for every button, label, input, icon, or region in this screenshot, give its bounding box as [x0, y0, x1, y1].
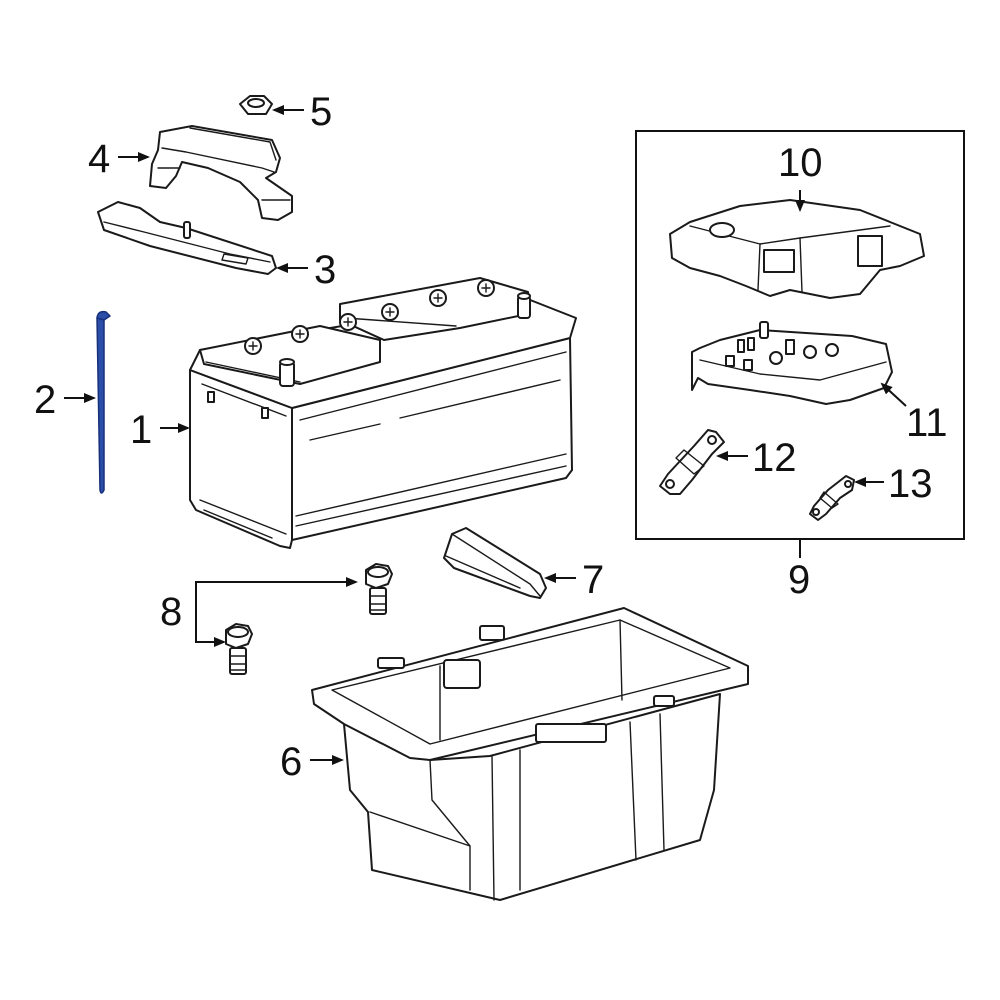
callout-8: 8 [160, 590, 182, 634]
leader-lines [64, 105, 907, 765]
part-battery[interactable] [189, 277, 577, 549]
part-fuse-box-cover[interactable] [669, 199, 925, 299]
part-bolt-upper[interactable] [365, 563, 393, 615]
callout-13: 13 [888, 462, 933, 506]
part-hold-down-bracket[interactable] [149, 125, 293, 221]
callout-2: 2 [34, 378, 56, 422]
callout-1: 1 [130, 408, 152, 452]
part-rod-highlighted[interactable] [96, 310, 111, 494]
callout-10: 10 [778, 141, 823, 185]
callout-9: 9 [788, 558, 810, 602]
callout-6: 6 [280, 740, 302, 784]
callout-4: 4 [88, 137, 110, 181]
callout-5: 5 [310, 90, 332, 134]
callout-3: 3 [314, 248, 336, 292]
callout-7: 7 [582, 558, 604, 602]
part-terminal-cover[interactable] [443, 527, 547, 599]
part-fuse-large[interactable] [659, 429, 725, 495]
part-fuse-small[interactable] [809, 475, 855, 521]
callout-11: 11 [906, 401, 948, 445]
part-hold-down-plate[interactable] [97, 201, 277, 275]
callout-labels: 1 2 3 4 5 6 7 8 9 10 11 12 13 [34, 90, 948, 784]
callout-12: 12 [752, 436, 797, 480]
part-battery-tray[interactable] [311, 607, 749, 901]
part-fuse-box-base[interactable] [691, 321, 893, 405]
part-bolt-lower[interactable] [225, 623, 253, 675]
part-nut[interactable] [239, 95, 273, 115]
